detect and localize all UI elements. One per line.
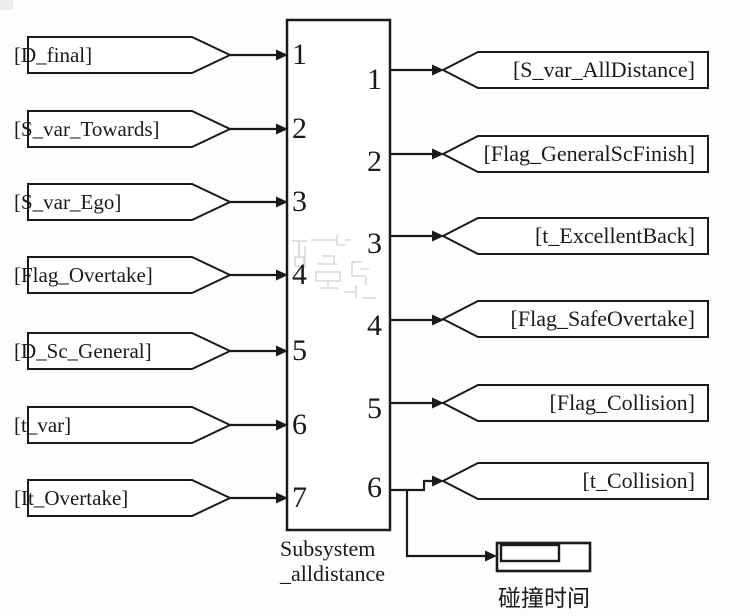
display-block-value-window <box>499 543 561 563</box>
goto-tag-flag-generalscfinish[interactable]: [Flag_GeneralScFinish] <box>443 136 708 172</box>
goto-tag-flag-safeovertake[interactable]: [Flag_SafeOvertake] <box>443 301 708 337</box>
goto-tag-label: [Flag_GeneralScFinish] <box>483 141 695 166</box>
from-tag-shape <box>27 36 233 74</box>
goto-tag-shape <box>440 217 709 255</box>
input-port-number-7: 7 <box>292 481 307 514</box>
goto-tag-label: [Flag_Collision] <box>549 390 695 415</box>
input-port-number-6: 6 <box>292 408 307 441</box>
subsystem-block-shape <box>285 18 392 532</box>
from-tag-shape <box>27 256 233 294</box>
from-tag-d-final[interactable]: [D_final] <box>0 37 202 73</box>
from-tag-d-sc-general[interactable]: [D_Sc_General] <box>0 333 202 369</box>
watermark <box>292 235 376 299</box>
from-tag-label: [Flag_Overtake] <box>14 263 153 287</box>
input-port-number-2: 2 <box>292 112 307 145</box>
output-port-number-6: 6 <box>367 471 382 504</box>
from-tag-t-var[interactable]: [t_var] <box>0 407 202 443</box>
output-port-number-2: 2 <box>367 145 382 178</box>
goto-tag-label: [Flag_SafeOvertake] <box>510 306 695 331</box>
from-tag-label: [It_Overtake] <box>14 486 129 510</box>
from-tag-shape <box>27 332 233 370</box>
subsystem-label: Subsystem _alldistance <box>280 536 410 586</box>
output-port-number-1: 1 <box>367 63 382 96</box>
from-tag-shape <box>27 479 233 517</box>
goto-tag-t-collision[interactable]: [t_Collision] <box>443 463 708 499</box>
goto-tag-shape <box>440 300 709 338</box>
goto-tag-s-var-alldistance[interactable]: [S_var_AllDistance] <box>443 52 708 88</box>
from-tag-it-overtake[interactable]: [It_Overtake] <box>0 480 202 516</box>
input-port-number-4: 4 <box>292 258 307 291</box>
from-tag-shape <box>27 406 233 444</box>
output-port-number-5: 5 <box>367 392 382 425</box>
from-tag-label: [D_Sc_General] <box>14 339 152 363</box>
goto-tag-label: [S_var_AllDistance] <box>512 57 695 82</box>
from-tag-flag-overtake[interactable]: [Flag_Overtake] <box>0 257 202 293</box>
goto-tag-label: [t_ExcellentBack] <box>534 223 695 248</box>
display-block-label: 碰撞时间 <box>498 586 590 611</box>
subsystem-label-line1: Subsystem <box>280 536 376 561</box>
goto-tag-shape <box>440 51 709 89</box>
goto-tag-t-excellentback[interactable]: [t_ExcellentBack] <box>443 218 708 254</box>
from-tag-shape <box>27 110 233 148</box>
input-port-number-3: 3 <box>292 185 307 218</box>
from-tag-label: [S_var_Towards] <box>14 117 160 141</box>
subsystem-label-line2: _alldistance <box>280 561 386 586</box>
from-tag-label: [D_final] <box>14 43 93 67</box>
goto-tag-shape <box>440 384 709 422</box>
goto-tag-shape <box>440 462 709 500</box>
from-tag-s-var-ego[interactable]: [S_var_Ego] <box>0 184 202 220</box>
goto-tag-shape <box>440 135 709 173</box>
from-tag-s-var-towards[interactable]: [S_var_Towards] <box>0 111 202 147</box>
input-port-number-5: 5 <box>292 334 307 367</box>
output-port-number-4: 4 <box>367 309 382 342</box>
goto-tag-flag-collision[interactable]: [Flag_Collision] <box>443 385 708 421</box>
display-block[interactable] <box>497 543 590 571</box>
from-tag-shape <box>27 183 233 221</box>
from-tag-label: [S_var_Ego] <box>14 190 122 214</box>
from-tag-label: [t_var] <box>14 413 72 437</box>
goto-tag-label: [t_Collision] <box>582 468 695 493</box>
input-port-number-1: 1 <box>292 38 307 71</box>
output-port-number-3: 3 <box>367 227 382 260</box>
